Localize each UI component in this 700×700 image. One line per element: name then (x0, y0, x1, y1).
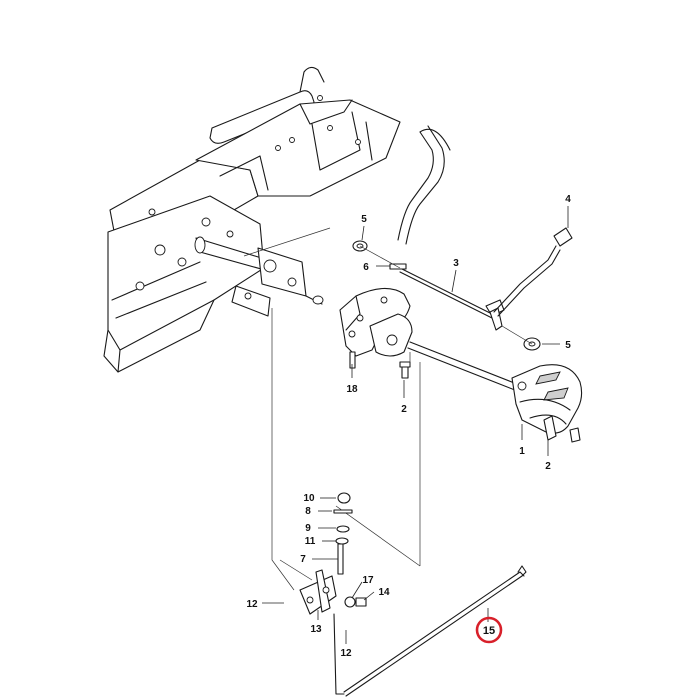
callout-2-plate: 2 (545, 461, 551, 472)
callout-12-left: 12 (246, 599, 258, 610)
callout-6: 6 (363, 262, 369, 273)
callout-17: 17 (362, 575, 374, 586)
callout-4: 4 (565, 194, 571, 205)
highlight-ring (475, 616, 503, 644)
hardware-stack (333, 492, 353, 575)
callout-18: 18 (346, 384, 358, 395)
callout-5-lower: 5 (565, 340, 571, 351)
callout-14: 14 (378, 587, 390, 598)
shift-lever-part-4 (493, 227, 573, 317)
pivot-shaft (407, 341, 523, 393)
cable-assembly-part-3 (399, 267, 505, 331)
leader-lines (262, 206, 569, 644)
callout-8: 8 (305, 506, 311, 517)
long-rod-part-15 (343, 565, 527, 697)
bolt-bracket-part-2 (399, 361, 411, 379)
callout-2-bracket: 2 (401, 404, 407, 415)
callout-12-bottom: 12 (340, 648, 352, 659)
quadrant-plate-part-1 (511, 364, 583, 443)
callout-11: 11 (305, 536, 316, 547)
callout-3: 3 (453, 258, 459, 269)
callout-13: 13 (310, 624, 322, 635)
lower-bellcrank-part-13 (299, 569, 367, 695)
callout-9: 9 (305, 523, 311, 534)
spring-pin-part-6 (389, 263, 407, 270)
frame-assembly (103, 66, 451, 373)
callout-7: 7 (300, 554, 306, 565)
callout-15: 15 (483, 625, 495, 637)
mounting-bracket-part-18 (339, 287, 413, 369)
callout-1: 1 (519, 446, 525, 457)
callout-10: 10 (303, 493, 315, 504)
assembly-guide-lines (243, 227, 533, 591)
callout-labels: 5 6 3 4 5 18 2 1 2 10 8 9 11 7 17 14 12 … (246, 194, 571, 659)
callout-5-upper: 5 (361, 214, 367, 225)
highlighted-callout: 15 (475, 616, 503, 644)
